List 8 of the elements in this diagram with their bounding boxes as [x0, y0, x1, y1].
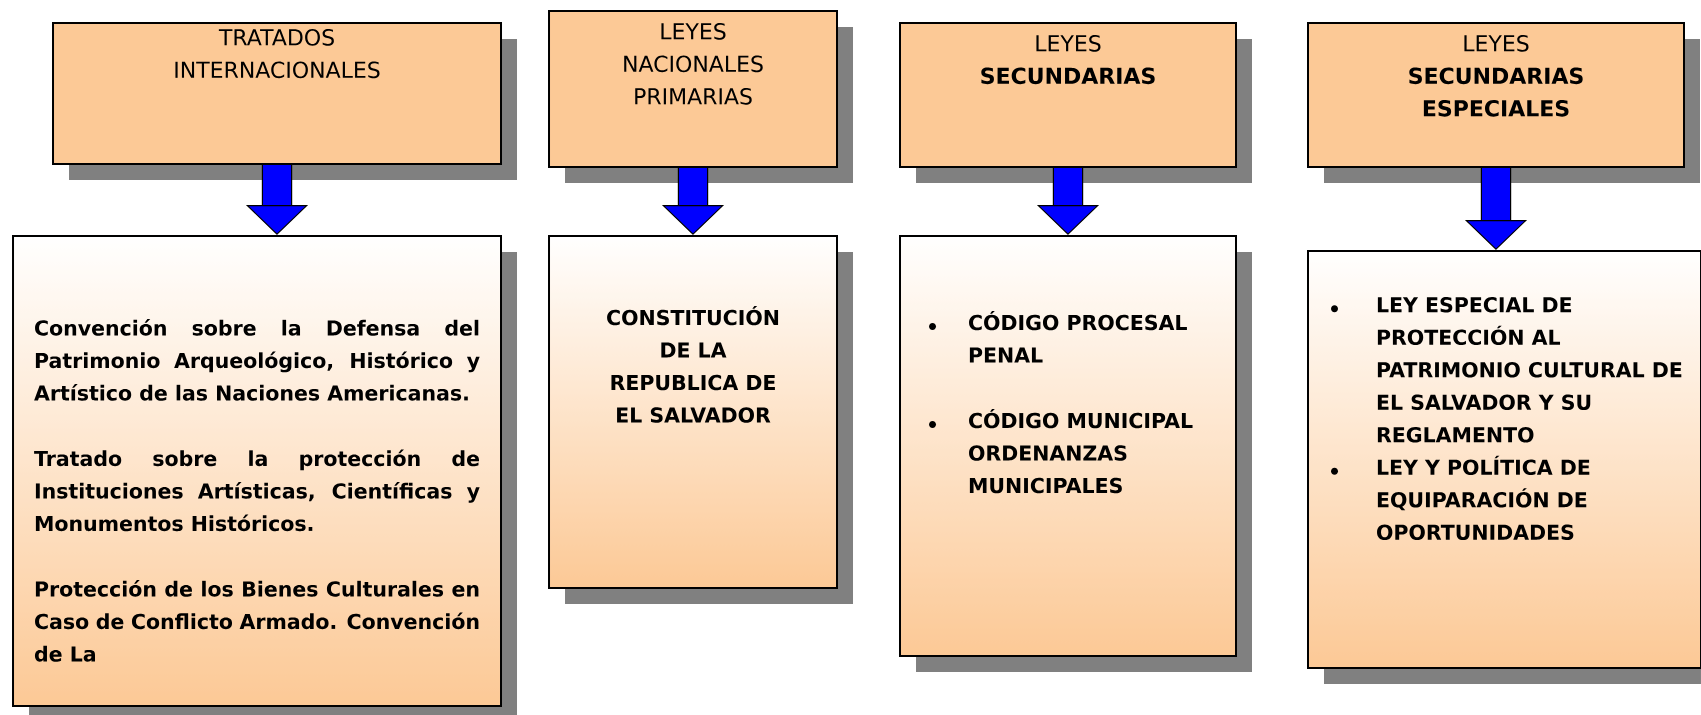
content-box: CÓDIGO PROCESAL PENAL CÓDIGO MUNICIPAL ORDENANZAS MUNICIPALES: [899, 235, 1252, 672]
heading-box: TRATADOS INTERNACIONALES: [52, 22, 517, 180]
content-box: Convención sobre la Defensa del Patrimonio Arqueológico, Histórico y Artístico de las Naciones Americanas. Tratado sobre la protección de Instituciones Artísticas, Científicas y Monumentos Históricos. Protección de los Bienes Culturales en Caso de Conflicto Armado. Convención de La: [12, 235, 517, 715]
heading-box: LEYES NACIONALES PRIMARIAS: [548, 10, 853, 183]
heading-box: LEYES SECUNDARIAS: [899, 22, 1252, 183]
content-box: CONSTITUCIÓN DE LA REPUBLICA DE EL SALVADOR: [548, 235, 853, 604]
heading-box: LEYES SECUNDARIAS ESPECIALES: [1307, 22, 1700, 183]
content-box: LEY ESPECIAL DE PROTECCIÓN AL PATRIMONIO CULTURAL DE EL SALVADOR Y SU REGLAMENTO LEY Y POLÍTICA DE EQUIPARACIÓN DE OPORTUNIDADES: [1307, 250, 1701, 684]
